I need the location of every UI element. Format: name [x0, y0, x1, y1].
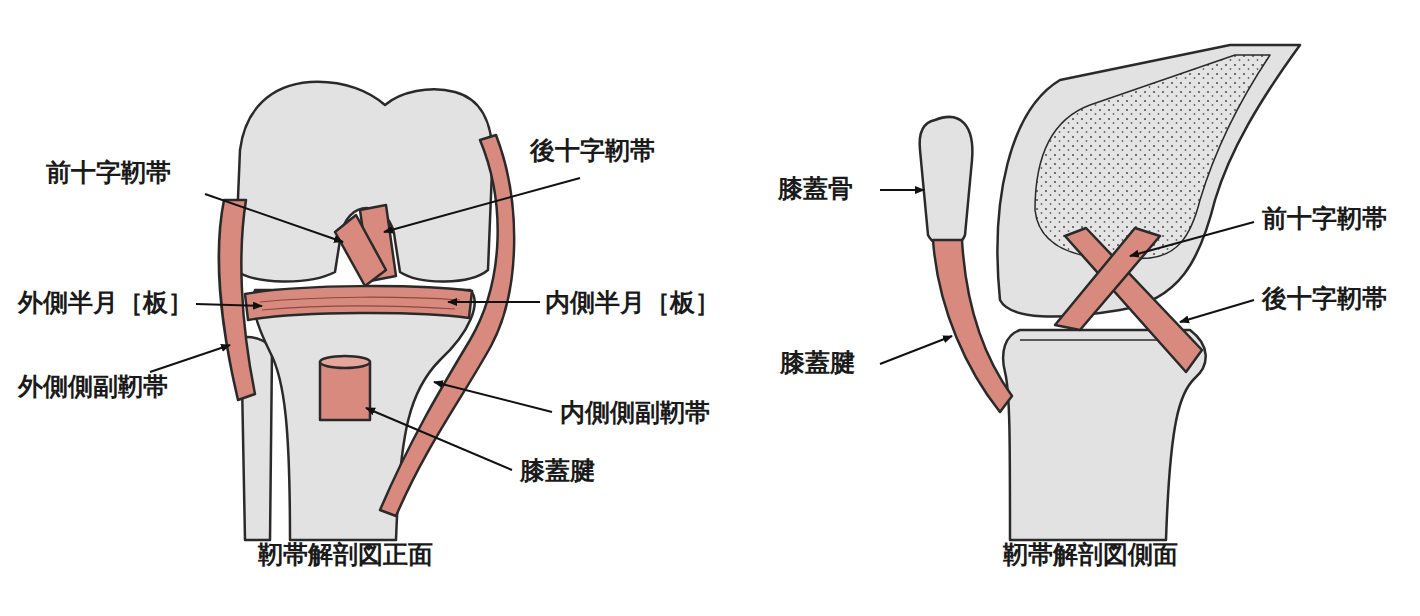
part-label: 後十字靭帯: [530, 136, 655, 166]
part-label: 外側側副靭帯: [18, 372, 168, 402]
part-label: 内側半月［板］: [545, 288, 720, 318]
leader-line: [1180, 300, 1254, 322]
leader-line: [1130, 222, 1254, 256]
leader-line: [880, 336, 952, 364]
leader-line: [880, 189, 924, 191]
medial-collateral-ligament: [380, 135, 514, 516]
side-view: [920, 45, 1300, 540]
leader-line: [196, 304, 262, 306]
leader-line: [366, 408, 512, 470]
leader-line: [434, 382, 552, 412]
anterior-cruciate-ligament: [335, 215, 386, 286]
figure-caption: 靭帯解剖図側面: [1003, 540, 1178, 570]
leader-line: [384, 178, 580, 232]
front-view: [219, 82, 514, 540]
part-label: 膝蓋腱: [520, 456, 595, 486]
patellar-tendon: [933, 240, 1012, 412]
part-label: 後十字靭帯: [1262, 284, 1387, 314]
meniscus: [245, 286, 472, 320]
leader-line: [448, 301, 540, 303]
part-label: 内側側副靭帯: [560, 398, 710, 428]
part-label: 膝蓋骨: [778, 174, 853, 204]
leader-line: [150, 345, 230, 372]
part-label: 外側半月［板］: [18, 288, 193, 318]
part-label: 前十字靭帯: [1262, 204, 1387, 234]
patellar-tendon: [320, 362, 370, 420]
figure-caption: 靭帯解剖図正面: [258, 540, 433, 570]
patella: [920, 117, 973, 246]
leader-line: [205, 194, 343, 242]
lateral-collateral-ligament: [219, 200, 255, 400]
leader-lines: [150, 178, 1254, 470]
cancellous-bone: [1035, 55, 1270, 259]
part-label: 前十字靭帯: [46, 158, 171, 188]
anterior-cruciate-ligament: [1055, 228, 1160, 330]
femur: [998, 45, 1301, 317]
part-label: 膝蓋腱: [780, 348, 855, 378]
